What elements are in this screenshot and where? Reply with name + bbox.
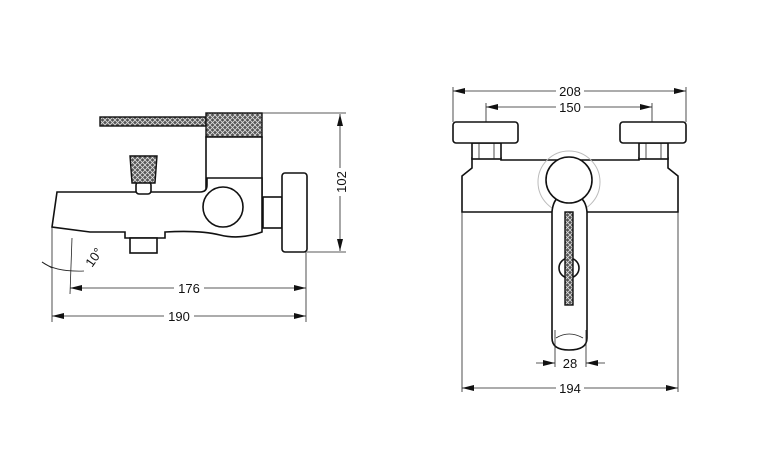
left-nut	[471, 142, 502, 160]
dim-label-208: 208	[559, 84, 581, 99]
angle-arc	[41, 261, 85, 272]
left-wall-plate	[452, 121, 519, 144]
label-backdrop	[556, 99, 584, 113]
cartridge-cap	[545, 156, 593, 204]
knurled-handle-head	[205, 112, 263, 138]
lever-bar	[99, 116, 207, 127]
label-backdrop	[334, 168, 348, 196]
extension-line	[69, 237, 73, 295]
angle-label: 10°	[82, 245, 106, 270]
knurled-strip	[564, 211, 574, 306]
diverter-stem	[135, 181, 152, 195]
right-wall-plate	[619, 121, 687, 144]
front-view: 208 150 28 194	[452, 83, 687, 396]
dim-label-102: 102	[334, 171, 349, 193]
right-nut	[638, 142, 669, 160]
side-view: 102 176 190 10°	[41, 112, 349, 324]
label-backdrop	[164, 308, 194, 322]
dim-label-28: 28	[563, 356, 577, 371]
wall-connector	[262, 196, 283, 229]
lever-cartridge-circle	[202, 186, 244, 228]
dim-label-150: 150	[559, 100, 581, 115]
wall-plate	[281, 172, 308, 253]
dim-label-190: 190	[168, 309, 190, 324]
outlet-aerator	[129, 237, 158, 254]
label-backdrop	[556, 83, 584, 97]
label-backdrop	[174, 280, 204, 294]
label-backdrop	[556, 380, 584, 394]
dim-label-176: 176	[178, 281, 200, 296]
diverter-knob	[129, 155, 158, 184]
handle-tip-curve	[555, 333, 584, 339]
dim-label-194: 194	[559, 381, 581, 396]
angle-leader	[41, 261, 53, 269]
